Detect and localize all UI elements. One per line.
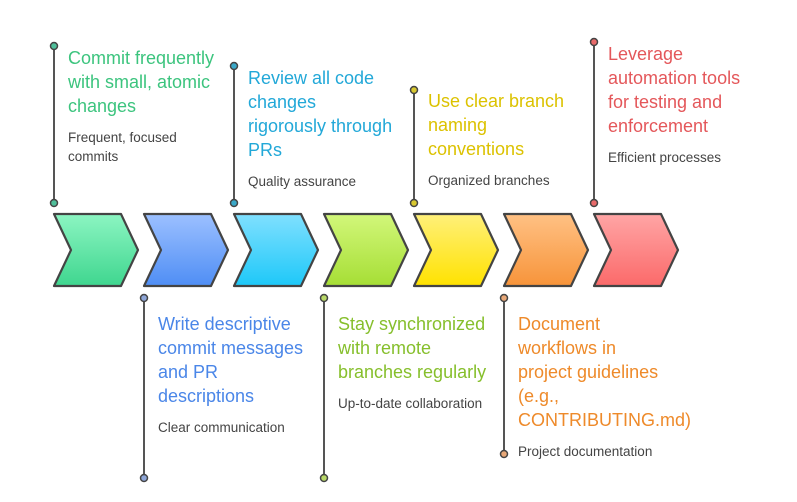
step-title: Review all code changes rigorously throu…	[248, 68, 393, 160]
connector-dot	[229, 61, 239, 71]
connector-dot	[49, 41, 59, 51]
chevron-step-5	[412, 212, 500, 288]
step-subtitle: Project documentation	[518, 444, 653, 459]
chevron-step-1	[52, 212, 140, 288]
chevron-step-3	[232, 212, 320, 288]
connector-dot	[499, 449, 509, 459]
step-1: Commit frequently with small, atomic cha…	[68, 46, 218, 166]
step-7: Leverage automation tools for testing an…	[608, 42, 758, 167]
step-subtitle: Efficient processes	[608, 150, 722, 165]
connector-dot	[49, 198, 59, 208]
connector-dot	[319, 473, 329, 483]
connector-dot	[409, 85, 419, 95]
connector-dot	[229, 198, 239, 208]
chevron-step-4	[322, 212, 410, 288]
step-2: Write descriptive commit messages and PR…	[158, 312, 308, 437]
connector-dot	[319, 293, 329, 303]
connector-dot	[409, 198, 419, 208]
step-subtitle: Clear communication	[158, 420, 285, 435]
step-5: Use clear branch naming conventions Orga…	[428, 89, 578, 190]
step-3: Review all code changes rigorously throu…	[248, 66, 398, 191]
chevron-step-7	[592, 212, 680, 288]
step-title: Stay synchronized with remote branches r…	[338, 314, 487, 382]
connector-dot	[589, 37, 599, 47]
step-6: Document workflows in project guidelines…	[518, 312, 691, 461]
step-title: Leverage automation tools for testing an…	[608, 44, 741, 136]
connector-dot	[499, 293, 509, 303]
step-title: Commit frequently with small, atomic cha…	[68, 48, 215, 116]
connector-dot	[589, 198, 599, 208]
connector-dot	[139, 293, 149, 303]
step-subtitle: Frequent, focused commits	[68, 130, 177, 164]
connector-dot	[139, 473, 149, 483]
step-subtitle: Up-to-date collaboration	[338, 396, 483, 411]
step-4: Stay synchronized with remote branches r…	[338, 312, 488, 413]
step-title: Document workflows in project guidelines…	[518, 314, 691, 430]
step-subtitle: Organized branches	[428, 173, 550, 188]
chevron-step-2	[142, 212, 230, 288]
chevron-step-6	[502, 212, 590, 288]
step-title: Write descriptive commit messages and PR…	[158, 314, 304, 406]
step-title: Use clear branch naming conventions	[428, 91, 565, 159]
step-subtitle: Quality assurance	[248, 174, 357, 189]
